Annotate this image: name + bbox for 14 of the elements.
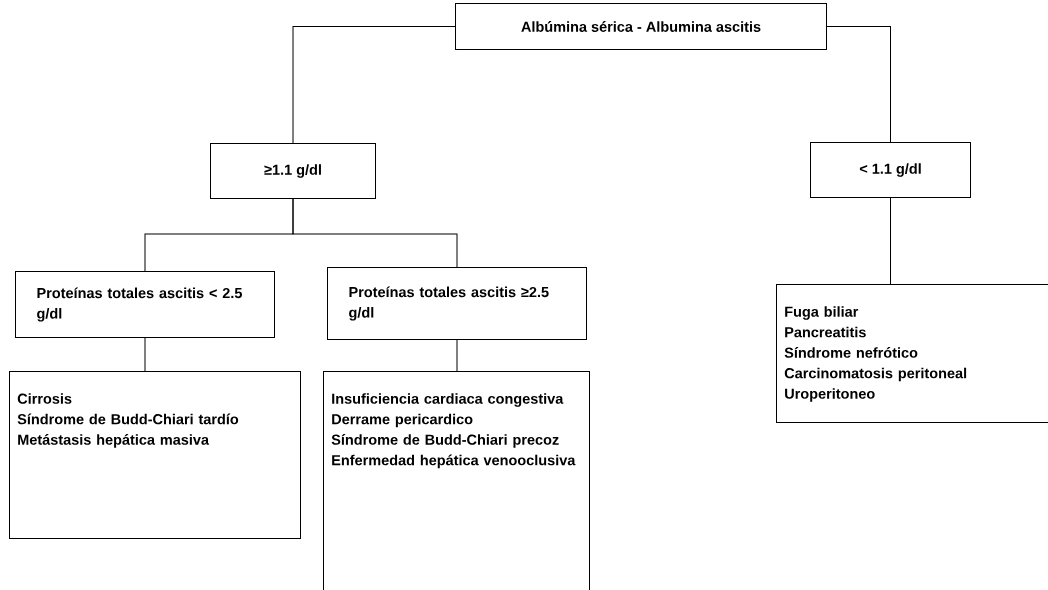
diagnosis-list-box: Cirrosis Síndrome de Budd-Chiari tardío Metástasis hepática masiva (9, 371, 301, 539)
decision-box: Albúmina sérica - Albumina ascitis (455, 3, 827, 50)
criteria-box: Proteínas totales ascitis < 2.5 g/dl (15, 271, 275, 338)
diagnosis-list-box: Insuficiencia cardiaca congestiva Derrame pericardico Síndrome de Budd-Chiari precoz Enfermedad hepática venooclusiva (323, 371, 590, 590)
decision-box: < 1.1 g/dl (810, 142, 971, 198)
connector-line (826, 26, 891, 143)
connector-line (890, 197, 891, 285)
connector-line (292, 198, 458, 268)
connector-line (292, 26, 456, 144)
diagnosis-list-box: Fuga biliar Pancreatitis Síndrome nefrótico Carcinomatosis peritoneal Uroperitoneo (776, 284, 1048, 423)
connector-line (144, 337, 146, 372)
criteria-box: Proteínas totales ascitis ≥2.5 g/dl (327, 267, 587, 340)
decision-box: ≥1.1 g/dl (210, 143, 376, 199)
connector-line (456, 339, 458, 372)
